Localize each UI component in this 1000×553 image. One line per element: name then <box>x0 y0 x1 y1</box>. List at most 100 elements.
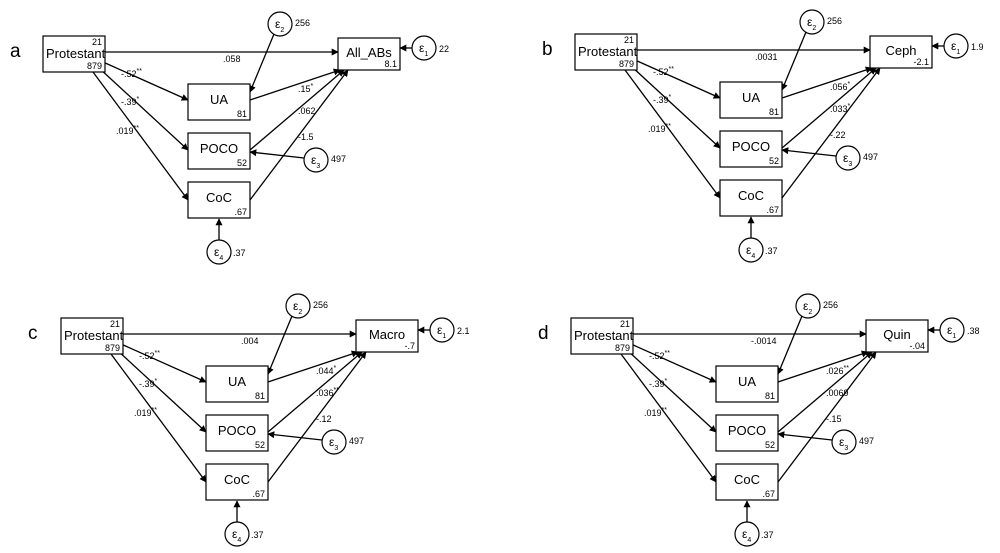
error2-symbol: ε2 <box>803 299 812 316</box>
path-a-coc-arrow <box>624 69 721 199</box>
path-b-coc-arrow <box>777 351 877 483</box>
error2-circle <box>795 293 821 319</box>
coc-box <box>715 463 779 501</box>
error1-symbol: ε1 <box>951 39 960 56</box>
error1-symbol: ε1 <box>947 323 956 340</box>
coef-b-coc-text: -.15 <box>826 414 842 424</box>
coef-b-poco-significance: ** <box>334 387 340 394</box>
coef-a-coc-text: .019** <box>116 125 139 136</box>
coef-a-ua: -.52** <box>121 68 142 79</box>
coef-b-ua: .044* <box>316 365 337 376</box>
panel-letter: c <box>28 323 38 344</box>
coef-a-coc-text: .019** <box>648 123 671 134</box>
path-a-ua-arrow <box>102 61 189 101</box>
coef-b-coc-text: -1.5 <box>298 132 314 142</box>
error2-arrow <box>777 315 803 375</box>
error4: ε4 .37 <box>224 521 264 547</box>
error4-circle <box>206 239 232 265</box>
coef-b-poco: .033* <box>830 103 851 114</box>
coc-box <box>187 181 251 219</box>
path-b-coc-arrow <box>249 69 349 201</box>
outcome-intercept: -.04 <box>909 341 925 351</box>
error3-epsilon: ε <box>839 435 845 449</box>
coef-b-poco: .0069 <box>826 388 849 398</box>
error2-variance: 256 <box>823 300 838 310</box>
coef-a-coc-significance: ** <box>152 407 158 414</box>
error4: ε4.37 <box>738 237 778 263</box>
path-b-coc-arrow <box>781 67 881 199</box>
error2-epsilon: ε <box>807 15 813 29</box>
error4-variance: .37 <box>251 530 264 540</box>
coef-b-coc: -1.5 <box>298 132 314 142</box>
coef-a-ua-significance: ** <box>669 66 675 73</box>
coef-a-ua-text: -.52** <box>139 350 160 361</box>
error1-epsilon: ε <box>951 39 957 53</box>
ua-box <box>205 365 269 403</box>
error3-subscript: 3 <box>334 445 338 452</box>
coef-b-coc-text: -.12 <box>316 414 332 424</box>
path-b-poco-arrow <box>781 67 877 149</box>
error3-variance: 497 <box>859 436 874 446</box>
poco-box <box>187 132 251 170</box>
protestant-label: Protestant <box>578 44 638 59</box>
error2: ε2 256 <box>795 293 838 319</box>
error4-variance: .37 <box>233 248 246 258</box>
coef-b-coc-value: -.15 <box>826 414 842 424</box>
error4: ε4.37 <box>734 521 774 547</box>
coef-a-coc-value: .019 <box>644 408 662 418</box>
error3-symbol: ε3 <box>311 153 320 170</box>
error2-symbol: ε2 <box>293 299 302 316</box>
coef-direct-text: .0031 <box>755 52 778 62</box>
coef-a-poco-text: -.39* <box>121 96 140 107</box>
coef-a-coc: .019** <box>648 123 671 134</box>
outcome-intercept: -2.1 <box>913 57 929 67</box>
error3-variance: 497 <box>331 154 346 164</box>
coc-label: CoC <box>206 190 232 205</box>
ua-box <box>719 81 783 119</box>
coef-a-coc: .019** <box>644 407 667 418</box>
error4-epsilon: ε <box>746 243 752 257</box>
coef-a-poco-significance: * <box>137 96 140 103</box>
panel-letter: b <box>542 39 553 60</box>
error1-variance: 22 <box>439 44 449 54</box>
protestant-mean: 21 <box>92 37 102 47</box>
error3-arrow <box>249 149 305 159</box>
coef-b-poco-text: .0069 <box>826 388 849 398</box>
error1: ε1.38 <box>939 317 980 343</box>
coef-a-poco-text: -.39* <box>649 378 668 389</box>
error2-epsilon: ε <box>293 299 299 313</box>
path-a-ua-arrow <box>630 343 717 383</box>
coef-a-poco-significance: * <box>665 378 668 385</box>
error3-arrow <box>267 431 323 441</box>
error2-symbol: ε2 <box>807 15 816 32</box>
outcome-intercept: -.7 <box>404 341 415 351</box>
coef-a-coc-significance: ** <box>666 123 672 130</box>
error3-circle <box>831 429 857 455</box>
coef-a-ua-value: -.52 <box>649 351 665 361</box>
error4-symbol: ε4 <box>214 245 223 262</box>
coef-b-ua: .056* <box>830 81 851 92</box>
error2-symbol: ε2 <box>275 17 284 34</box>
coef-a-coc-text: .019** <box>134 407 157 418</box>
coef-b-poco-text: .062 <box>298 106 316 116</box>
coef-b-ua-text: .056* <box>830 81 851 92</box>
error4-symbol: ε4 <box>232 527 241 544</box>
error1-subscript: 1 <box>424 51 428 58</box>
path-a-coc-arrow <box>110 353 207 483</box>
poco-intercept: 52 <box>769 156 779 166</box>
coef-b-poco: .062 <box>298 106 316 116</box>
outcome-label: Quin <box>883 327 910 342</box>
coef-b-coc: -.12 <box>316 414 332 424</box>
error2-subscript: 2 <box>280 27 284 34</box>
coef-b-ua-significance: * <box>848 81 851 88</box>
coef-direct-text: .058 <box>223 54 241 64</box>
coef-a-coc-significance: ** <box>662 407 668 414</box>
error2-variance: 256 <box>295 18 310 28</box>
coef-a-poco-text: -.39* <box>653 94 672 105</box>
coc-intercept: .67 <box>252 489 265 499</box>
coef-a-ua-significance: ** <box>155 350 161 357</box>
error3: ε3 497 <box>303 147 346 173</box>
